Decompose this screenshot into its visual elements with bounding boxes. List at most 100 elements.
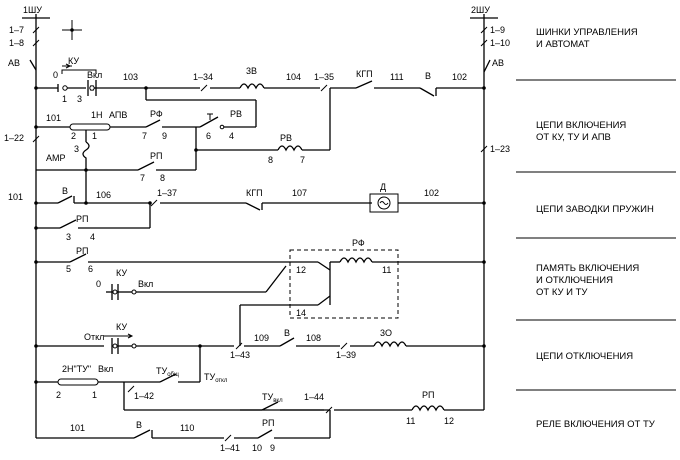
bus-right-terminal-2: 1–10 <box>490 38 510 48</box>
label-apv: АПВ <box>109 110 127 120</box>
label-n12a: 12 <box>296 265 306 275</box>
row-memory: РП 5 6 КУ 0 Вкл РФ 12 11 14 <box>34 238 486 346</box>
label-n102a: 102 <box>452 72 467 82</box>
label-n104: 104 <box>286 72 301 82</box>
label-n3b: 3 <box>66 232 71 242</box>
label-kgp2: КГП <box>246 188 263 198</box>
bus-left-terminal-1: 1–7 <box>9 25 24 35</box>
label-n101b: 101 <box>8 192 23 202</box>
label-n1a: 1 <box>92 131 97 141</box>
label-vkl3: Вкл <box>98 364 113 374</box>
bus-left-name: 1ШУ <box>23 5 42 15</box>
label-amr: АМР <box>46 153 66 163</box>
bus-right-name: 2ШУ <box>471 5 490 15</box>
label-n101a: 101 <box>46 113 61 123</box>
label-rp1: РП <box>150 151 162 161</box>
label-t139: 1–39 <box>336 350 356 360</box>
row-bottom: 101 В 110 1–41 РП 10 9 <box>36 410 331 453</box>
label-kgp1: КГП <box>356 69 373 79</box>
label-d: Д <box>380 182 386 192</box>
label-rp4: РП <box>422 390 434 400</box>
section-title: ПАМЯТЬ ВКЛЮЧЕНИЯ И ОТКЛЮЧЕНИЯ ОТ КУ И ТУ <box>536 263 642 298</box>
label-rp3: РП <box>76 246 88 256</box>
label-rf2: РФ <box>352 238 365 248</box>
label-n107: 107 <box>292 188 307 198</box>
label-t141: 1–41 <box>220 443 240 453</box>
bus-left-head: 1ШУ 1–7 1–8 АВ <box>8 5 50 71</box>
bus-right-terminal-1: 1–9 <box>490 25 505 35</box>
label-n11a: 11 <box>382 265 391 275</box>
label-zo: 3О <box>380 328 392 338</box>
label-t142: 1–42 <box>134 391 154 401</box>
label-rv2: РВ <box>280 133 292 143</box>
label-n1b: 1 <box>92 390 97 400</box>
label-rp2: РП <box>76 214 88 224</box>
label-n106: 106 <box>96 190 111 200</box>
label-l2: 3 <box>77 94 82 104</box>
label-n9a: 9 <box>162 131 167 141</box>
label-n8b: 8 <box>268 155 273 165</box>
junction-cross <box>62 20 82 40</box>
row-amr: 3 АМР РП 7 8 РВ 8 7 1–23 <box>36 88 510 183</box>
label-rv1: РВ <box>230 109 242 119</box>
label-ku1: КУ <box>68 56 79 66</box>
label-n102b: 102 <box>424 188 439 198</box>
label-ku3: КУ <box>116 322 127 332</box>
label-n11b: 11 <box>406 416 415 426</box>
section-title: ЦЕПИ ОТКЛЮЧЕНИЯ <box>536 351 633 362</box>
label-n9b: 9 <box>270 443 275 453</box>
label-rp5: РП <box>262 418 274 428</box>
label-t123: 1–23 <box>490 144 510 154</box>
label-n2a: 2 <box>71 131 76 141</box>
label-n5: 5 <box>66 264 71 274</box>
bus-right-head: 2ШУ 1–9 1–10 АВ <box>470 5 510 73</box>
row-trip: Откл КУ 1–43 109 В 108 1–39 3О <box>34 322 486 360</box>
row-switching-main: КУ 0 Вкл 1 3 103 1–34 3В 104 1–35 КГП 11… <box>34 56 486 104</box>
label-v4: В <box>136 420 142 430</box>
label-v1: В <box>425 71 431 81</box>
label-n6b: 6 <box>88 264 93 274</box>
label-n103: 103 <box>123 72 138 82</box>
label-n8a: 8 <box>160 173 165 183</box>
label-n1n: 1Н <box>91 110 103 120</box>
label-n7b: 7 <box>140 173 145 183</box>
label-t134: 1–34 <box>193 72 213 82</box>
label-n3a: 3 <box>74 144 79 154</box>
label-n111: 111 <box>390 72 404 82</box>
label-rf1: РФ <box>150 109 163 119</box>
label-tuvkl: ТУвкл <box>262 392 283 404</box>
label-n14: 14 <box>296 308 306 318</box>
label-n7c: 7 <box>300 155 305 165</box>
section-title: ШИНКИ УПРАВЛЕНИЯ И АВТОМАТ <box>536 27 640 50</box>
label-n108: 108 <box>306 333 321 343</box>
label-t137: 1–37 <box>157 188 177 198</box>
label-t135: 1–35 <box>314 72 334 82</box>
label-l0b: 0 <box>96 279 101 289</box>
label-t144: 1–44 <box>304 392 324 402</box>
label-n4a: 4 <box>229 131 234 141</box>
section-title: ЦЕПИ ЗАВОДКИ ПРУЖИН <box>536 204 654 215</box>
bus-right-breaker-label: АВ <box>492 58 504 68</box>
label-v3: В <box>284 328 290 338</box>
section-title: ЦЕПИ ВКЛЮЧЕНИЯ ОТ КУ, ТУ И АПВ <box>536 120 629 143</box>
row-tu: 2Н"ТУ" Вкл 2 1 1–42 ТУобщ ТУоткл ТУвкл 1… <box>34 346 484 426</box>
bus-left-terminal-2: 1–8 <box>9 38 24 48</box>
label-otkl1: Откл <box>84 332 104 342</box>
label-n109: 109 <box>254 333 269 343</box>
label-tuotkl: ТУоткл <box>204 372 228 384</box>
label-vkl1: Вкл <box>87 70 102 80</box>
label-n10: 10 <box>252 443 262 453</box>
row-spring: 101 В 106 1–37 КГП 107 Д 102 РП 3 4 <box>8 170 486 242</box>
label-n4b: 4 <box>90 232 95 242</box>
label-n101c: 101 <box>70 423 85 433</box>
label-n110: 110 <box>180 423 194 433</box>
label-l0: 0 <box>53 70 58 80</box>
section-legend: ШИНКИ УПРАВЛЕНИЯ И АВТОМАТ ЦЕПИ ВКЛЮЧЕНИ… <box>516 27 676 430</box>
label-tuobsch: ТУобщ <box>156 366 179 378</box>
label-t143: 1–43 <box>230 350 250 360</box>
label-tu2n: 2Н"ТУ" <box>62 364 91 374</box>
label-n2b: 2 <box>56 390 61 400</box>
label-l1: 1 <box>62 94 67 104</box>
label-vkl2: Вкл <box>138 279 153 289</box>
